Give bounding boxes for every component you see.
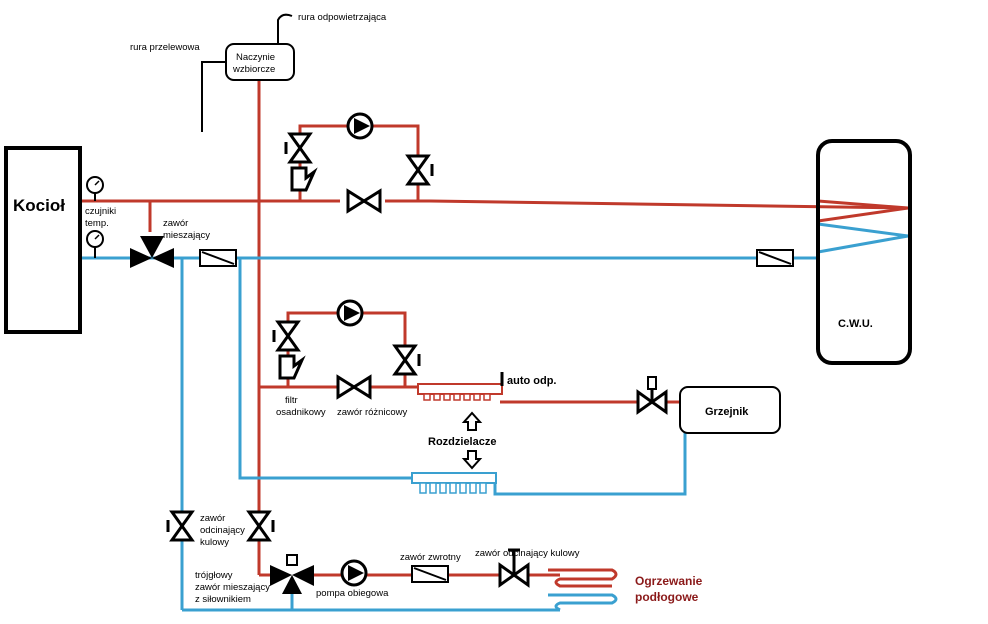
- temp-sensors-label: czujniki: [85, 206, 116, 217]
- overflow-pipe-label: rura przelewowa: [130, 42, 200, 53]
- mixing-valve-label: zawór: [163, 218, 188, 229]
- valve-icon: [272, 320, 301, 352]
- valve-icon: [392, 344, 421, 376]
- check-valve-icon: [756, 249, 794, 267]
- arrow-up-icon: [461, 411, 483, 431]
- temp-sensors-label-2: temp.: [85, 218, 109, 229]
- ball-shutoff-label: zawór odcinający kulowy: [475, 548, 580, 559]
- svg-text:Grzejnik: Grzejnik: [705, 406, 749, 418]
- diff-valve-label: zawór różnicowy: [337, 407, 407, 418]
- vent-pipe-label: rura odpowietrzająca: [298, 12, 387, 23]
- radiator: Grzejnik: [679, 386, 781, 434]
- ball-valve-icon: [498, 548, 530, 588]
- shutoff-label-3: kulowy: [200, 537, 229, 548]
- filter-icon: [278, 354, 306, 380]
- manifolds-label: Rozdzielacze: [428, 436, 496, 448]
- filter-label-2: osadnikowy: [276, 407, 326, 418]
- mixing-valve-icon: [130, 201, 174, 268]
- check-valve-label: zawór zwrotny: [400, 552, 461, 563]
- check-valve-icon: [411, 565, 449, 583]
- diff-valve-icon: [336, 374, 372, 400]
- supply-manifold: [417, 372, 504, 401]
- valve-icon: [405, 154, 434, 186]
- auto-vent-label: auto odp.: [507, 375, 557, 387]
- supply-pipes: [80, 80, 909, 588]
- ball-valve-icon: [166, 510, 195, 542]
- thermometer-icon: [86, 230, 104, 258]
- pump-icon: [346, 112, 374, 140]
- diff-valve-icon: [346, 188, 382, 214]
- expansion-tank: Naczynie wzbiorcze: [225, 43, 295, 81]
- pump-icon: [336, 299, 364, 327]
- check-valve-icon: [199, 249, 237, 267]
- thermometer-icon: [86, 176, 104, 201]
- floor-heating-label: Ogrzewanie: [635, 574, 703, 588]
- svg-text:Kocioł: Kocioł: [13, 196, 65, 215]
- mixing-valve-label-2: mieszający: [163, 230, 210, 241]
- return-manifold: [411, 472, 497, 494]
- filter-icon: [290, 166, 318, 192]
- three-way-label: trójgłowy: [195, 570, 233, 581]
- dhw-tank: C.W.U.: [816, 139, 912, 365]
- svg-text:C.W.U.: C.W.U.: [838, 318, 873, 330]
- three-way-label-2: zawór mieszający: [195, 582, 270, 593]
- shutoff-label-2: odcinający: [200, 525, 245, 536]
- ball-valve-icon: [246, 510, 275, 542]
- boiler: Kocioł: [4, 146, 82, 334]
- pump-label: pompa obiegowa: [316, 588, 389, 599]
- pump-icon: [340, 559, 368, 587]
- arrow-down-icon: [461, 450, 483, 470]
- three-way-label-3: z siłownikiem: [195, 594, 251, 605]
- thermostatic-valve-icon: [636, 376, 668, 415]
- shutoff-label: zawór: [200, 513, 225, 524]
- filter-label: filtr: [285, 395, 298, 406]
- floor-heating-label-2: podłogowe: [635, 590, 699, 604]
- vent-pipe: [277, 13, 293, 46]
- svg-text:wzbiorcze: wzbiorcze: [232, 64, 275, 75]
- three-way-valve-icon: [270, 554, 314, 610]
- overflow-pipe: [201, 61, 232, 132]
- valve-icon: [284, 132, 313, 164]
- svg-text:Naczynie: Naczynie: [236, 52, 275, 63]
